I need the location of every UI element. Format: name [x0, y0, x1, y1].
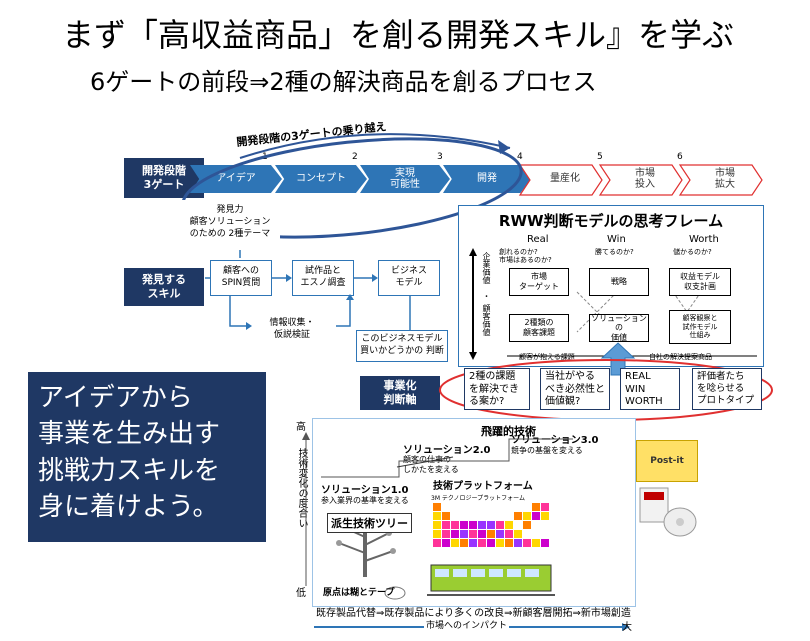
sol2-title: ソリューション2.0 — [403, 445, 491, 456]
judge-label-line2: 判断軸 — [383, 393, 417, 406]
bizmodel-box: ビジネス モデル — [378, 260, 440, 296]
lower-panel: 飛躍的技術 ソリューション3.0 競争の基盤を変える ソリューション2.0 顧客… — [312, 418, 636, 607]
info-box: 情報収集・ 仮説検証 — [252, 312, 332, 348]
page-subtitle: 6ゲートの前段⇒2種の解決商品を創るプロセス — [90, 68, 597, 96]
step-market-expansion: 市場 拡大 — [715, 167, 735, 191]
buy-judgment-box: このビジネスモデル 買いかどうかの 判断 — [356, 330, 448, 362]
y-axis-label: 技術変化の度合い — [296, 448, 307, 528]
axis-low: 低 — [296, 588, 306, 599]
gate-number-6: 6 — [677, 152, 683, 162]
rww-frame: RWW判断モデルの思考フレーム Real Win Worth 創れるのか? 市場… — [458, 205, 764, 367]
skill-label-line2: スキル — [147, 287, 181, 300]
sol3-title: ソリューション3.0 — [511, 435, 599, 446]
callout-text: アイデアから 事業を生み出す 挑戦力スキルを 身に着けよう。 — [38, 383, 221, 523]
cell-market-target: 市場 ターゲット — [509, 268, 569, 296]
sol1-title: ソリューション1.0 — [321, 485, 409, 496]
sol2-desc: 顧客の仕事の しかたを変える — [403, 455, 459, 474]
skill-arrows — [205, 250, 411, 330]
origin-label: 原点は糊とテープ — [323, 588, 395, 598]
judge-item-prototype: 評価者たち を唸らせる プロトタイプ — [692, 368, 762, 410]
rww-note-real: 創れるのか? 市場はあるのか? — [499, 248, 552, 265]
spin-box: 顧客への SPIN質問 — [210, 260, 272, 296]
discovery-box: 発見力 顧客ソリューション のための 2種テーマ — [180, 200, 280, 246]
rww-col-win: Win — [607, 234, 626, 245]
rww-note-worth: 儲かるのか? — [673, 248, 712, 256]
rww-note-win: 勝てるのか? — [595, 248, 634, 256]
axis-dot: ・ — [482, 292, 491, 300]
gate-number-5: 5 — [597, 152, 603, 162]
judge-item-rww: REAL WIN WORTH — [620, 368, 680, 410]
step-feasibility: 実現 可能性 — [360, 165, 450, 193]
cell-solution-value: ソリューションの 価値 — [589, 314, 649, 342]
up-arrow — [600, 342, 636, 376]
axis-corporate: 企業価値 — [482, 252, 491, 284]
stage-label-line2: 3ゲート — [143, 178, 185, 191]
cell-revenue: 収益モデル 収支計画 — [669, 268, 731, 296]
mask-image — [639, 487, 697, 537]
step-development: 開発 — [443, 165, 531, 193]
x-axis-high: 大 — [622, 622, 632, 633]
sol1-desc: 参入業界の基準を変える — [321, 496, 409, 505]
y-axis-arrow — [302, 432, 310, 586]
skill-label: 発見するスキル — [124, 268, 204, 306]
rww-bottom-left: 顧客が抱える課題 — [519, 353, 575, 361]
leap-tech: 飛躍的技術 — [481, 425, 536, 438]
stage-label-line1: 開発段階 — [142, 163, 186, 177]
gate-number-2: 2 — [352, 152, 358, 162]
gate-number-3: 3 — [437, 152, 443, 162]
gate-number-4: 4 — [517, 152, 523, 162]
periodic-table — [433, 503, 549, 547]
platform-title: 技術プラットフォーム — [433, 481, 533, 492]
judge-label: 事業化判断軸 — [360, 376, 440, 410]
train-image — [427, 564, 555, 596]
lower-bottom-text: 既存製品代替⇒既存製品により多くの改良⇒新顧客層開拓⇒新市場創造 — [316, 608, 631, 619]
step-mass-production: 量産化 — [550, 173, 580, 185]
post-it-image: Post-it — [636, 440, 698, 482]
post-it-brand: Post-it — [650, 456, 684, 466]
rww-col-worth: Worth — [689, 234, 719, 245]
derived-tech-tree: 派生技術ツリー — [327, 513, 412, 533]
step-concept: コンセプト — [275, 165, 367, 193]
x-axis-label: 市場へのインパクト — [424, 618, 510, 631]
sol3-desc: 競争の基盤を変える — [511, 446, 583, 455]
step-idea: アイデア — [190, 165, 282, 193]
rww-col-real: Real — [527, 234, 549, 245]
axis-customer: 顧客価値 — [482, 304, 491, 336]
cell-customer-observation: 顧客観察と 試作モデル 仕組み — [669, 310, 731, 344]
judge-item-necessity: 当社がやる べき必然性と 価値観? — [540, 368, 610, 410]
page-title: まず「高収益商品」を創る開発スキル』を学ぶ — [62, 16, 735, 54]
cell-strategy: 戦略 — [589, 268, 649, 296]
cell-two-issues: 2種類の 顧客課題 — [509, 314, 569, 342]
skill-label-line1: 発見する — [142, 272, 186, 286]
judge-item-issues: 2種の課題 を解決でき る案か? — [464, 368, 530, 410]
callout-box: アイデアから 事業を生み出す 挑戦力スキルを 身に着けよう。 — [28, 372, 266, 542]
judge-label-line1: 事業化 — [383, 378, 417, 392]
axis-high: 高 — [296, 422, 306, 433]
platform-sub: 3M テクノロジープラットフォーム — [431, 495, 526, 502]
rww-bottom-right: 自社の解決提案商品 — [649, 353, 712, 361]
prototype-box: 試作品と エスノ調査 — [292, 260, 354, 296]
step-market-launch: 市場 投入 — [635, 167, 655, 191]
outline-chevrons — [518, 164, 763, 196]
rww-title: RWW判断モデルの思考フレーム — [498, 212, 724, 230]
